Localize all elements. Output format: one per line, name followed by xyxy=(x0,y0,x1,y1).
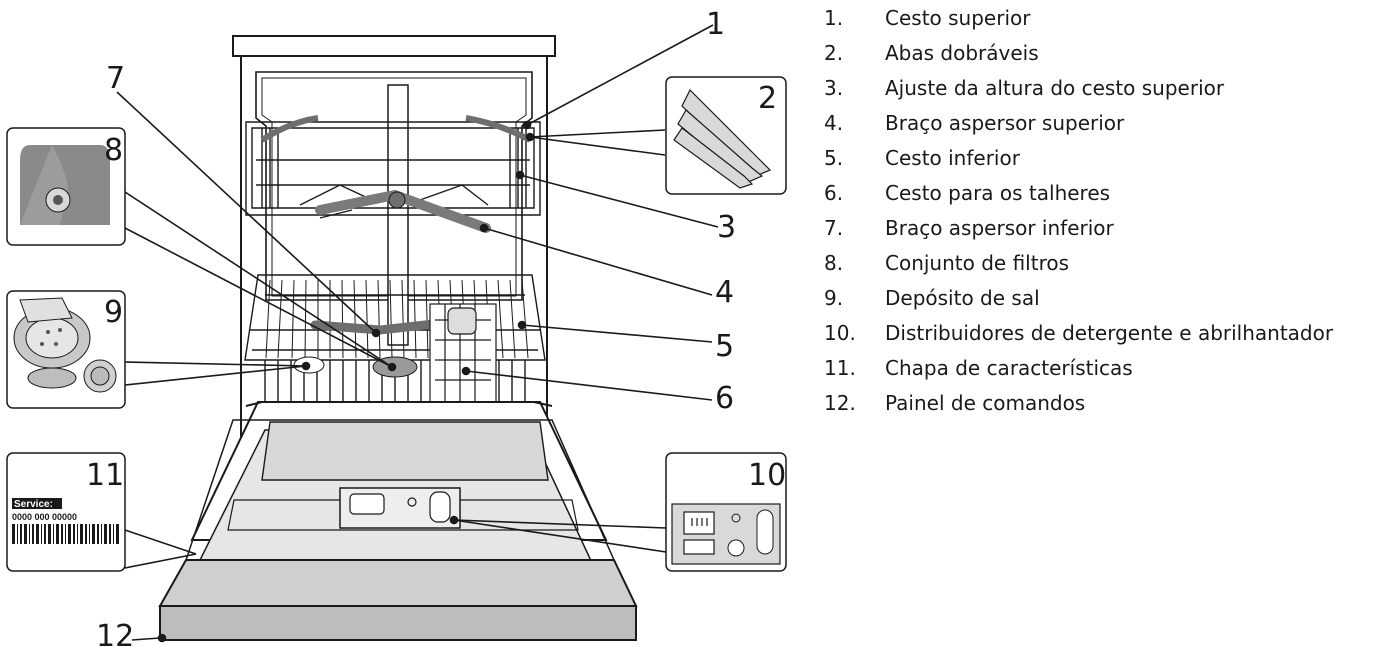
legend-num: 1. xyxy=(824,6,844,30)
dishwasher-body xyxy=(232,35,556,460)
legend-num: 8. xyxy=(824,251,844,275)
legend-label: Depósito de sal xyxy=(885,286,1040,310)
legend-label: Braço aspersor inferior xyxy=(885,216,1114,240)
legend-item-5: 5. Cesto inferior xyxy=(824,141,1020,175)
legend-label: Chapa de características xyxy=(885,356,1133,380)
callout-11: 11 xyxy=(86,458,124,493)
legend-num: 2. xyxy=(824,41,844,65)
inset-rating-plate: Service: 0000 000 00000 xyxy=(6,452,126,572)
inset-salt-container xyxy=(6,290,126,409)
legend-item-2: 2. Abas dobráveis xyxy=(824,36,1039,70)
dishwasher-door xyxy=(184,401,616,581)
legend-item-7: 7. Braço aspersor inferior xyxy=(824,211,1114,245)
legend-num: 9. xyxy=(824,286,844,310)
upper-spray-arm xyxy=(315,189,491,233)
barcode xyxy=(12,524,119,544)
legend-item-11: 11. Chapa de características xyxy=(824,351,1133,385)
legend-label: Braço aspersor superior xyxy=(885,111,1125,135)
legend-label: Cesto inferior xyxy=(885,146,1020,170)
callout-9: 9 xyxy=(104,295,123,330)
callout-6: 6 xyxy=(715,381,734,416)
callout-7: 7 xyxy=(106,61,125,96)
legend-label: Cesto para os talheres xyxy=(885,181,1111,205)
callout-numbers: 1 2 3 4 5 6 7 8 9 10 11 12 xyxy=(86,7,786,647)
legend-item-9: 9. Depósito de sal xyxy=(824,281,1040,315)
legend-num: 3. xyxy=(824,76,844,100)
legend-item-12: 12. Painel de comandos xyxy=(824,386,1085,420)
legend-label: Ajuste da altura do cesto superior xyxy=(885,76,1225,100)
legend-label: Cesto superior xyxy=(885,6,1031,30)
legend-num: 5. xyxy=(824,146,844,170)
legend-num: 11. xyxy=(824,356,856,380)
control-panel xyxy=(158,559,638,641)
callout-8: 8 xyxy=(104,133,123,168)
callout-4: 4 xyxy=(715,275,734,310)
leader-lines xyxy=(116,24,719,643)
service-code: 0000 000 00000 xyxy=(12,512,77,522)
legend-item-1: 1. Cesto superior xyxy=(824,1,1030,35)
inset-filter-assembly xyxy=(6,127,126,246)
legend-item-10: 10. Distribuidores de detergente e abrilh… xyxy=(824,316,1333,350)
callout-5: 5 xyxy=(715,329,734,364)
legend-num: 7. xyxy=(824,216,844,240)
legend-label: Painel de comandos xyxy=(885,391,1086,415)
legend-num: 6. xyxy=(824,181,844,205)
legend-num: 10. xyxy=(824,321,856,345)
callout-3: 3 xyxy=(717,210,736,245)
callout-2: 2 xyxy=(758,81,777,116)
legend-label: Conjunto de filtros xyxy=(885,251,1070,275)
legend-item-3: 3. Ajuste da altura do cesto superior xyxy=(824,71,1224,105)
service-label: Service: xyxy=(14,499,53,510)
callout-12: 12 xyxy=(96,619,134,647)
legend-num: 4. xyxy=(824,111,844,135)
legend-num: 12. xyxy=(824,391,856,415)
inset-foldable-flaps xyxy=(665,76,787,195)
legend-label: Distribuidores de detergente e abrilhant… xyxy=(885,321,1334,345)
legend-item-4: 4. Braço aspersor superior xyxy=(824,106,1124,140)
legend-item-6: 6. Cesto para os talheres xyxy=(824,176,1110,210)
cutlery-basket xyxy=(429,303,497,403)
inset-detergent-dispenser xyxy=(665,452,787,572)
legend-label: Abas dobráveis xyxy=(885,41,1039,65)
legend-item-8: 8. Conjunto de filtros xyxy=(824,246,1069,280)
callout-10: 10 xyxy=(748,458,786,493)
callout-1: 1 xyxy=(706,7,725,42)
